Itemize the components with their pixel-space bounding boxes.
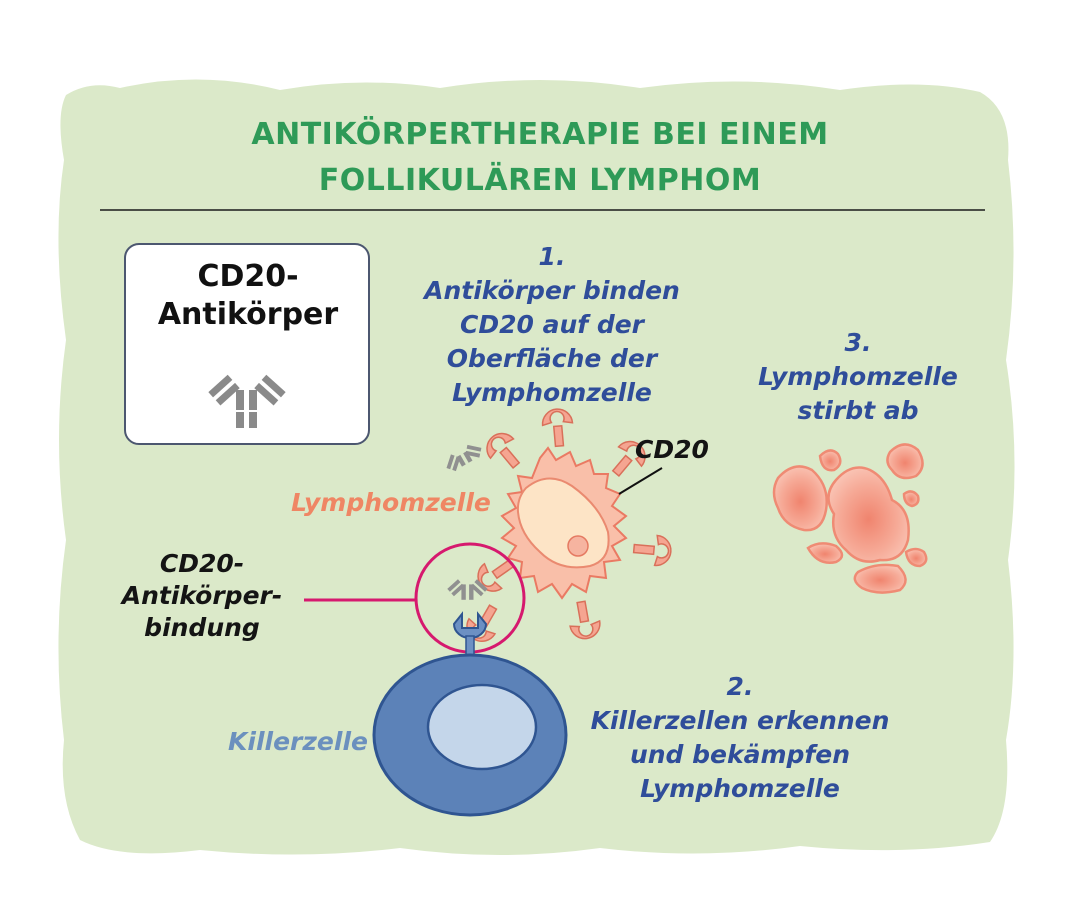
- lymphoma-cell-label: Lymphomzelle: [291, 488, 491, 517]
- free-antibody-icon: [446, 444, 482, 472]
- dying-lymphoma-cell: [772, 443, 928, 594]
- cd20-pointer-line: [618, 467, 663, 495]
- step-3-caption: 3. Lymphomzelle stirbt ab: [738, 326, 978, 428]
- step-3-line-2: stirbt ab: [797, 396, 919, 425]
- step-1-line-2: CD20 auf der: [459, 310, 645, 339]
- legend-line-2: Antikörper: [157, 297, 339, 332]
- antibody-icon: [208, 374, 286, 428]
- step-2-line-3: Lymphomzelle: [640, 774, 840, 803]
- step-2-number: 2.: [726, 672, 754, 701]
- step-3-number: 3.: [844, 328, 872, 357]
- binding-label: CD20- Antikörper- bindung: [110, 548, 294, 644]
- killer-receptor: [452, 611, 488, 639]
- lymphoma-cell: [460, 407, 673, 648]
- step-1-line-3: Oberfläche der: [446, 344, 658, 373]
- lymphoma-nucleolus: [567, 535, 589, 557]
- killer-cell-label: Killerzelle: [228, 727, 368, 756]
- step-2-caption: 2. Killerzellen erkennen und bekämpfen L…: [570, 670, 910, 806]
- title-line-1: ANTIKÖRPERTHERAPIE BEI EINEM: [251, 117, 829, 152]
- step-2-line-1: Killerzellen erkennen: [590, 706, 890, 735]
- cd20-label: CD20: [635, 435, 709, 464]
- step-3-line-1: Lymphomzelle: [758, 362, 958, 391]
- legend-line-1: CD20-: [197, 259, 299, 294]
- bound-antibody-icon: [447, 579, 488, 600]
- binding-line-2: Antikörper-: [121, 581, 283, 610]
- killer-cell: [372, 611, 568, 817]
- page-title: ANTIKÖRPERTHERAPIE BEI EINEM FOLLIKULÄRE…: [140, 112, 940, 204]
- step-1-number: 1.: [538, 242, 566, 271]
- step-2-line-2: und bekämpfen: [629, 740, 851, 769]
- step-1-line-4: Lymphomzelle: [452, 378, 652, 407]
- legend-box: [124, 243, 370, 445]
- legend-title: CD20- Antikörper: [128, 258, 368, 334]
- title-line-2: FOLLIKULÄREN LYMPHOM: [318, 163, 762, 198]
- killer-cell-nucleus: [426, 683, 538, 771]
- binding-line-1: CD20-: [159, 549, 245, 578]
- step-1-caption: 1. Antikörper binden CD20 auf der Oberfl…: [392, 240, 712, 410]
- binding-line-3: bindung: [144, 613, 260, 642]
- step-1-line-1: Antikörper binden: [424, 276, 680, 305]
